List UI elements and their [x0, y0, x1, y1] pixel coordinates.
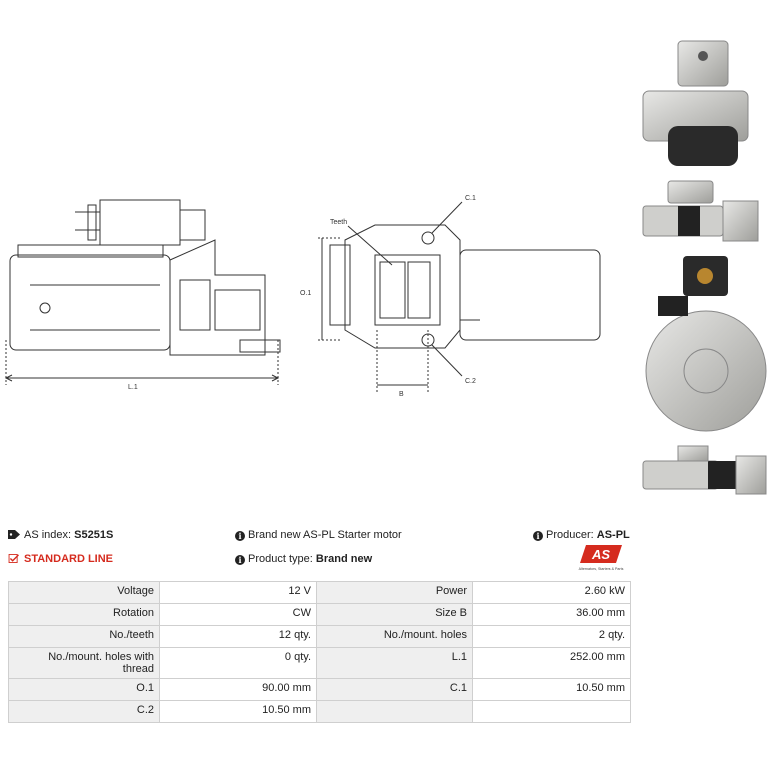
product-type-value: Brand new [315, 553, 373, 565]
front-flange [344, 224, 461, 349]
table-row: Voltage 12 V Power 2.60 kW [8, 581, 631, 604]
table-row: No./mount. holes with thread 0 qty. L.1 … [8, 647, 631, 679]
spec-value: 12 V [159, 581, 317, 604]
motor-top-band [17, 244, 164, 258]
spec-label: No./teeth [8, 625, 160, 648]
photo-rear [645, 256, 767, 432]
as-logo: AS Alternators, Starters & Parts [579, 545, 624, 571]
spec-value: 2.60 kW [472, 581, 631, 604]
table-row: O.1 90.00 mm C.1 10.50 mm [8, 678, 631, 701]
standard-line: STANDARD LINE [8, 553, 113, 565]
label-l1: L.1 [128, 384, 138, 391]
spec-value: 0 qty. [159, 647, 317, 679]
spec-label: O.1 [8, 678, 160, 701]
label-teeth: Teeth [330, 219, 347, 226]
table-row: C.2 10.50 mm [8, 700, 631, 723]
logo-subtext: Alternators, Starters & Parts [579, 567, 624, 571]
table-row: No./teeth 12 qty. No./mount. holes 2 qty… [8, 625, 631, 648]
specs-table: Voltage 12 V Power 2.60 kW Rotation CW S… [8, 581, 631, 723]
table-row: Rotation CW Size B 36.00 mm [8, 603, 631, 626]
producer-value: AS-PL [596, 529, 630, 541]
spec-value: 12 qty. [159, 625, 317, 648]
spec-label: Rotation [8, 603, 160, 626]
spec-label: C.2 [8, 700, 160, 723]
standard-line-text: STANDARD LINE [24, 553, 114, 565]
info-icon: i [235, 555, 245, 565]
label-b: B [399, 391, 404, 398]
logo-text: AS [591, 547, 610, 562]
spec-value: 2 qty. [472, 625, 631, 648]
tag-icon [8, 530, 20, 539]
as-index-value: S5251S [74, 529, 114, 541]
spec-label [316, 700, 473, 723]
spec-label: No./mount. holes with thread [8, 647, 160, 679]
description-text: Brand new AS-PL Starter motor [248, 529, 402, 541]
producer-label: Producer: [546, 529, 594, 541]
spec-value: 10.50 mm [472, 678, 631, 701]
check-square-icon [8, 554, 19, 563]
photo-front [642, 40, 749, 166]
spec-value: 10.50 mm [159, 700, 317, 723]
technical-drawing: C.1 C.2 Teeth O.1 L.1 B [4, 195, 601, 398]
spec-label: Size B [316, 603, 473, 626]
spec-value: 90.00 mm [159, 678, 317, 701]
spec-label: Voltage [8, 581, 160, 604]
as-index-label: AS index: [24, 529, 72, 541]
spec-label: Power [316, 581, 473, 604]
spec-label: C.1 [316, 678, 473, 701]
motor-body-front [459, 249, 601, 341]
spec-value: CW [159, 603, 317, 626]
photo-bottom [642, 445, 767, 495]
product-type-label: Product type: [248, 553, 313, 565]
spec-label: L.1 [316, 647, 473, 679]
spec-value: 252.00 mm [472, 647, 631, 679]
spec-value: 36.00 mm [472, 603, 631, 626]
as-index: AS index: S5251S [8, 529, 113, 541]
spec-value [472, 700, 631, 723]
label-c2: C.2 [465, 378, 476, 385]
label-o1: O.1 [300, 290, 311, 297]
solenoid [99, 199, 181, 246]
motor-body-side [9, 254, 171, 351]
spec-label: No./mount. holes [316, 625, 473, 648]
product-photos [638, 36, 770, 501]
photo-strip [642, 40, 767, 495]
label-c1: C.1 [465, 195, 476, 202]
info-icon: i [533, 531, 543, 541]
photo-side [642, 180, 759, 242]
info-icon: i [235, 531, 245, 541]
